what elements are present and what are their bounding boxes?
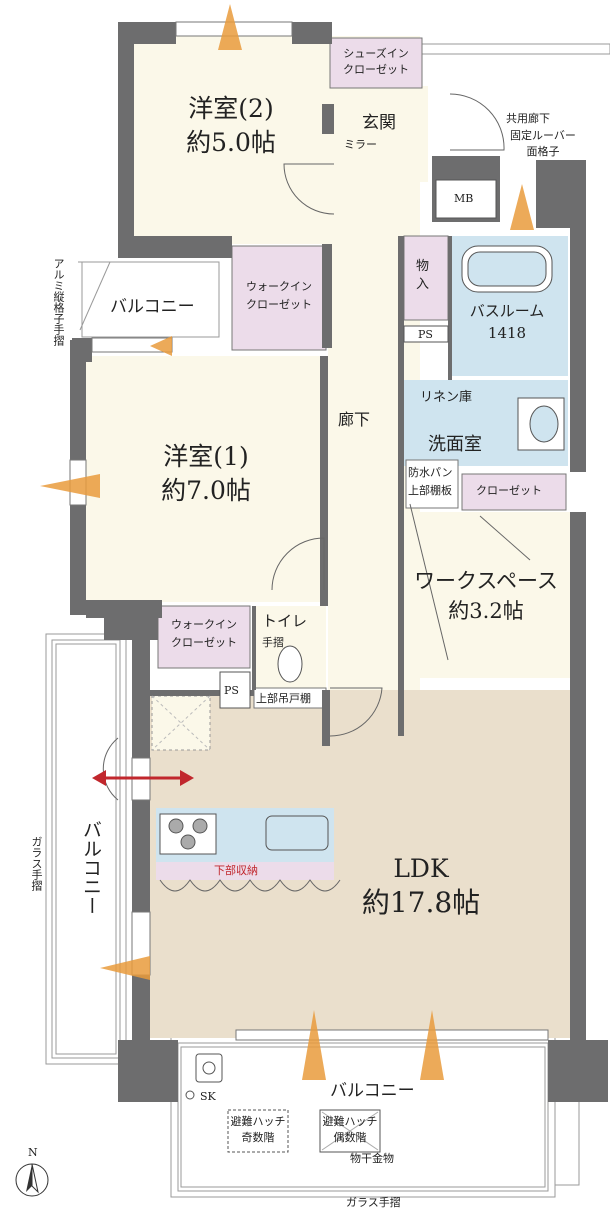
entrance-floor [328, 86, 428, 182]
hatch-even-label: 避難ハッチ 偶数階 [320, 1114, 380, 1146]
walkin2-line1: ウォークイン [171, 618, 237, 631]
shared-corridor-label: 共用廊下 [506, 112, 550, 125]
laundry-label: 物干金物 [350, 1152, 394, 1165]
walkin-closet-1 [231, 245, 327, 351]
shoes-closet-label: シューズイン クローゼット [330, 46, 422, 78]
room-ldk-size: 約17.8帖 [361, 886, 481, 919]
walkin-closet-2 [157, 605, 251, 669]
hatch-odd-box [227, 1109, 289, 1153]
walkin2-line2: クローゼット [171, 636, 237, 649]
side-balcony [51, 639, 121, 1059]
shoes-closet [329, 37, 423, 89]
airflow-arrows [40, 4, 534, 1080]
hatch-odd-line2: 奇数階 [241, 1131, 275, 1144]
room-bathroom-label: バスルーム 1418 [452, 300, 562, 344]
ps1-label: PS [418, 328, 433, 341]
western2-floor [132, 36, 328, 244]
glass-rail-side-label: ガラス手摺 [30, 836, 43, 891]
balcony-bottom-label: バルコニー [330, 1081, 415, 1101]
hatch-odd-line1: 避難ハッチ [230, 1115, 286, 1128]
mono-ire-line2: 入 [416, 277, 430, 292]
room-washroom-label: 洗面室 [428, 434, 482, 455]
balcony-small-label: バルコニー [110, 297, 195, 317]
waterproof-pan-line1: 防水パン [408, 466, 453, 479]
linen-label: リネン庫 [420, 390, 473, 405]
mb-label: MB [454, 192, 474, 205]
room-workspace-label: ワークスペース 約3.2帖 [410, 566, 562, 626]
hatch-even-line1: 避難ハッチ [322, 1115, 378, 1128]
compass-label: N [28, 1146, 38, 1159]
waterproof-pan-box [405, 459, 459, 509]
mb-box [435, 179, 497, 219]
walkin1-line2: クローゼット [246, 298, 312, 311]
kitchen-sink [265, 815, 329, 851]
closet [461, 473, 567, 511]
louver-line2: 面格子 [526, 145, 560, 158]
mirror-label: ミラー [344, 138, 377, 151]
walkin2-label: ウォークイン クローゼット [158, 616, 250, 652]
room-ldk-name: LDK [393, 854, 449, 883]
ps-box-2 [219, 671, 251, 709]
doors [102, 93, 531, 892]
mono-ire-line1: 物 [416, 259, 430, 274]
mono-ire-label: 物 入 [416, 258, 429, 294]
room-western1-size: 約7.0帖 [161, 476, 251, 505]
ps-box-1 [403, 325, 449, 343]
sk-label: SK [200, 1090, 216, 1103]
ps2-label: PS [224, 684, 239, 697]
ventilation-arrow [92, 770, 194, 786]
room-corridor-label: 廊下 [338, 410, 371, 429]
handrail-label: 手摺 [262, 636, 284, 649]
walkin1-label: ウォークイン クローゼット [232, 278, 326, 314]
room-ldk-label: LDK 約17.8帖 [356, 852, 486, 920]
room-western2-size: 約5.0帖 [186, 128, 276, 157]
floor-fills [86, 36, 570, 1038]
hatch-even-line2: 偶数階 [333, 1131, 367, 1144]
fixtures [151, 179, 565, 1153]
room-toilet-label: トイレ [262, 612, 308, 630]
room-western2-name: 洋室(2) [188, 94, 274, 123]
room-bathroom-size: 1418 [487, 324, 527, 342]
glass-rail-bottom-label: ガラス手摺 [346, 1196, 401, 1209]
room-bathroom-name: バスルーム [469, 302, 545, 320]
room-workspace-size: 約3.2帖 [448, 599, 524, 623]
upper-cabinet-label: 上部吊戸棚 [256, 692, 311, 705]
basin [529, 405, 559, 443]
louver-label: 固定ルーバー 面格子 [508, 128, 578, 160]
balcony-side-label: バルコニー [80, 820, 102, 915]
under-storage-bar [156, 862, 334, 880]
louver-line1: 固定ルーバー [510, 129, 576, 142]
under-storage-label: 下部収納 [214, 864, 258, 877]
waterproof-pan-line2: 上部棚板 [408, 484, 452, 497]
walkin1-line1: ウォークイン [246, 280, 312, 293]
room-entrance-label: 玄関 [362, 113, 396, 133]
western1-floor [86, 356, 324, 602]
alumi-rail-label: アルミ縦格子手摺 [52, 258, 65, 346]
balcony-areas [51, 261, 549, 1192]
toilet-bowl [277, 645, 303, 683]
compass-icon [15, 1163, 49, 1197]
room-western2-label: 洋室(2) 約5.0帖 [176, 92, 286, 160]
room-western1-name: 洋室(1) [163, 442, 249, 471]
hatch-odd-label: 避難ハッチ 奇数階 [228, 1114, 288, 1146]
room-western1-label: 洋室(1) 約7.0帖 [146, 440, 266, 508]
shoes-closet-line1: シューズイン [343, 47, 409, 60]
closet-label: クローゼット [476, 484, 542, 497]
shoes-closet-line2: クローゼット [343, 63, 409, 76]
room-workspace-name: ワークスペース [414, 569, 558, 593]
waterproof-pan-label: 防水パン 上部棚板 [408, 464, 453, 500]
